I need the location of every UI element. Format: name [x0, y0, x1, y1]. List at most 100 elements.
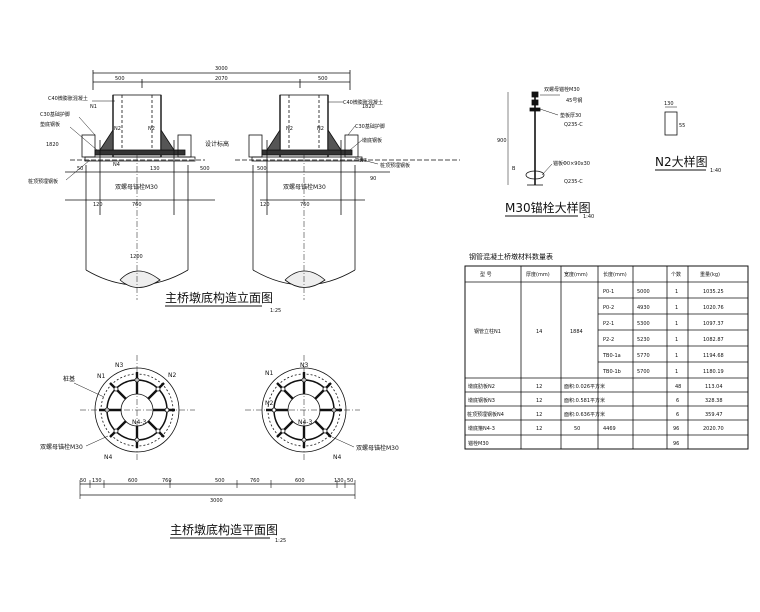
anchor-q235b: Q235-C	[564, 179, 583, 185]
plan-dim-5: 760	[250, 478, 260, 484]
label-n2b: N2	[148, 126, 155, 132]
dim-760b: 760	[300, 202, 310, 208]
n2-detail: 130 55 N2大样图 1:40	[655, 101, 721, 174]
plan-n1: N1	[97, 373, 105, 380]
plan-view: N3 N1 N2 桩基 N4-3 双螺母锚栓M30 N4 N1 N3 N2 N4…	[40, 355, 399, 544]
cell-weight: 1020.76	[703, 305, 724, 311]
cell-thickness: 12	[536, 398, 542, 404]
right-c30-guard	[248, 134, 263, 158]
cell-count: 1	[675, 337, 678, 343]
cell-len: 5700	[637, 369, 650, 375]
left-c30-guard	[81, 134, 96, 158]
table-row: 墩底钢板N3 12 面积:0.581平方米 6 328.38	[468, 397, 723, 404]
dim-120b: 120	[260, 202, 270, 208]
group-name: 钢管立柱N1	[474, 328, 501, 335]
cell-weight: 1194.68	[703, 353, 724, 359]
label-bolt: 双螺母锚栓M30	[115, 183, 158, 191]
cell-count: 96	[673, 441, 679, 447]
n2-dim: 130	[664, 101, 674, 107]
anchor-steel45: 45号钢	[566, 97, 582, 104]
group-thickness: 14	[536, 329, 542, 335]
anchor-plate: 锚板Φ0×90x30	[553, 160, 590, 167]
table-group: 钢管立柱N1 14 1884 P0-1 5000 1 1035.25 P0-2 …	[474, 289, 724, 375]
elev-labels-right: C40微膨胀混凝土 N2 N2 C30基础护脚 墩底钢板 N3 桩顶预埋钢板 双…	[257, 99, 410, 208]
table-row: TB0-1a 5770 1 1194.68	[602, 353, 724, 359]
elev-scale: 1:25	[270, 308, 281, 314]
cell-weight: 2020.70	[703, 426, 724, 432]
plan-pile: 桩基	[63, 375, 75, 383]
cell-weight: 1180.19	[703, 369, 724, 375]
cell-width: 50	[574, 426, 580, 432]
anchor-title: M30锚栓大样图	[505, 200, 591, 215]
table-row: TB0-1b 5700 1 1180.19	[602, 369, 724, 375]
plan-left-pile	[80, 355, 195, 462]
th-count: 个数	[671, 271, 681, 278]
label-c30: C30基础护脚	[40, 111, 70, 118]
dim-1820: 1820	[46, 142, 59, 148]
anchor-len: 900	[497, 138, 507, 144]
dim-120a: 120	[93, 202, 103, 208]
label-design-elev: 设计标高	[205, 140, 229, 148]
plan-dim-total: 3000	[210, 498, 223, 504]
plan-n1b: N1	[265, 370, 273, 377]
label-c40: C40微膨胀混凝土	[48, 95, 88, 102]
label-n2: N2	[114, 126, 121, 132]
table-title: 钢管混凝土桥墩材料数量表	[469, 252, 553, 261]
label-pier-top-plate: 桩顶预埋钢板	[28, 178, 58, 185]
dim-90: 90	[370, 176, 376, 182]
dim-500b: 500	[257, 166, 267, 172]
cell-name: 墩底钢板N3	[468, 397, 495, 404]
plan-n2: N2	[168, 372, 176, 379]
left-base-plate	[94, 149, 186, 156]
plan-dim-8: 50	[347, 478, 353, 484]
anchor-b: B	[512, 166, 516, 172]
group-width: 1884	[570, 329, 583, 335]
plan-dims-bottom: 50 130 600 760 500 760 600 130 50 3000	[80, 478, 353, 504]
anchor-washer: 垫板厚30	[560, 112, 581, 119]
label-base-plate-r: 墩底钢板	[362, 137, 382, 144]
plan-n3: N3	[115, 362, 123, 369]
right-base-plate	[261, 149, 353, 156]
table-row: 锚栓M30 96	[468, 440, 679, 447]
label-n2d: N2	[317, 126, 324, 132]
elev-dim-total: 3000	[215, 66, 228, 72]
cell-len: 4930	[637, 305, 650, 311]
cell-count: 6	[676, 412, 679, 418]
dim-500: 500	[200, 166, 210, 172]
cell-code: P0-1	[603, 289, 614, 295]
anchor-scale: 1:40	[583, 214, 594, 220]
cell-name: 墩底肋板N2	[468, 383, 495, 390]
table-row: P0-1 5000 1 1035.25	[603, 289, 724, 295]
cell-thickness: 12	[536, 426, 542, 432]
plan-n3b: N3	[300, 362, 308, 369]
cell-thickness: 12	[536, 384, 542, 390]
cell-len: 5000	[637, 289, 650, 295]
cell-name: 锚栓M30	[468, 440, 489, 447]
cell-code: P0-2	[603, 305, 614, 311]
elev-title: 主桥墩底构造立面图	[165, 290, 273, 305]
plan-dim-4: 500	[215, 478, 225, 484]
table-row: 墩底肋板N2 12 面积:0.026平方米 48 113.04	[468, 383, 723, 390]
label-n2c: N2	[286, 126, 293, 132]
plan-dim-7: 130	[334, 478, 344, 484]
cell-code: P2-2	[603, 337, 614, 343]
cell-count: 96	[673, 426, 679, 432]
dim-1200: 1200	[130, 254, 143, 260]
cell-weight: 1097.37	[703, 321, 724, 327]
plan-dim-2: 600	[128, 478, 138, 484]
cell-weight: 1082.87	[703, 337, 724, 343]
cell-width: 面积:0.581平方米	[564, 397, 605, 404]
cell-code: TB0-1a	[602, 353, 621, 359]
elevation-view: 3000 500 2070 500	[28, 66, 460, 314]
plan-n4b: N4	[333, 454, 341, 461]
plan-title: 主桥墩底构造平面图	[170, 522, 278, 537]
label-base-plate: 垫底钢板	[40, 121, 60, 128]
plan-bolt: 双螺母锚栓M30	[40, 443, 83, 451]
cell-weight: 328.38	[705, 398, 723, 404]
anchor-q235: Q235-C	[564, 122, 583, 128]
table-row: P2-1 5300 1 1097.37	[603, 321, 724, 327]
n2-dim2: 55	[679, 123, 685, 129]
elev-labels-left: C40微膨胀混凝土 N1 C30基础护脚 垫底钢板 N2 N2 N4 桩顶预埋钢…	[28, 95, 229, 260]
table-row: P0-2 4930 1 1020.76	[603, 305, 724, 311]
